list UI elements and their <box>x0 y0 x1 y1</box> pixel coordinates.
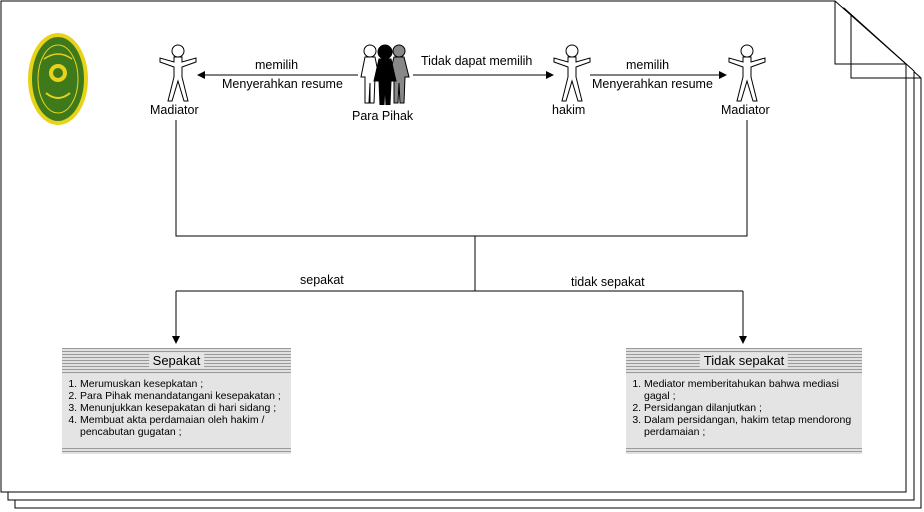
list-item: Para Pihak menandatangani kesepakatan ; <box>80 390 285 402</box>
edge-label-left-top: memilih <box>255 58 299 72</box>
edge-label-left-bottom: Menyerahkan resume <box>222 77 343 91</box>
disagree-box-footer <box>626 448 862 454</box>
hakim-icon <box>553 43 591 108</box>
mediator-left-icon <box>159 43 197 108</box>
disagree-list: Mediator memberitahukan bahwa mediasi ga… <box>632 378 856 438</box>
mediator-right-icon <box>728 43 766 108</box>
agree-box-footer <box>62 448 291 454</box>
agree-list: Merumuskan kesepkatan ;Para Pihak menand… <box>68 378 285 438</box>
disagree-box-title: Tidak sepakat <box>699 353 789 368</box>
hakim-label: hakim <box>552 103 586 117</box>
mediator-right-label: Madiator <box>721 103 770 117</box>
court-emblem-icon <box>26 31 90 132</box>
disagree-box: Tidak sepakat Mediator memberitahukan ba… <box>626 348 862 454</box>
flow-lines <box>172 71 748 344</box>
list-item: Membuat akta perdamaian oleh hakim / pen… <box>80 414 285 438</box>
para-pihak-group-icon <box>356 43 414 110</box>
agree-box-title: Sepakat <box>148 353 205 368</box>
disagree-box-header: Tidak sepakat <box>626 348 862 374</box>
agree-box-body: Merumuskan kesepkatan ;Para Pihak menand… <box>62 374 291 440</box>
agree-box: Sepakat Merumuskan kesepkatan ;Para Piha… <box>62 348 291 454</box>
para-pihak-label: Para Pihak <box>352 109 414 123</box>
edge-label-right-bottom: Menyerahkan resume <box>592 77 713 91</box>
disagree-box-body: Mediator memberitahukan bahwa mediasi ga… <box>626 374 862 440</box>
list-item: Menunjukkan kesepakatan di hari sidang ; <box>80 402 285 414</box>
mediator-left-label: Madiator <box>150 103 199 117</box>
edge-label-agree: sepakat <box>300 273 344 287</box>
list-item: Mediator memberitahukan bahwa mediasi ga… <box>644 378 856 402</box>
list-item: Persidangan dilanjutkan ; <box>644 402 856 414</box>
list-item: Dalam persidangan, hakim tetap mendorong… <box>644 414 856 438</box>
edge-label-right-top: memilih <box>626 58 670 72</box>
edge-label-middle: Tidak dapat memilih <box>421 54 533 68</box>
list-item: Merumuskan kesepkatan ; <box>80 378 285 390</box>
agree-box-header: Sepakat <box>62 348 291 374</box>
edge-label-disagree: tidak sepakat <box>571 275 645 289</box>
